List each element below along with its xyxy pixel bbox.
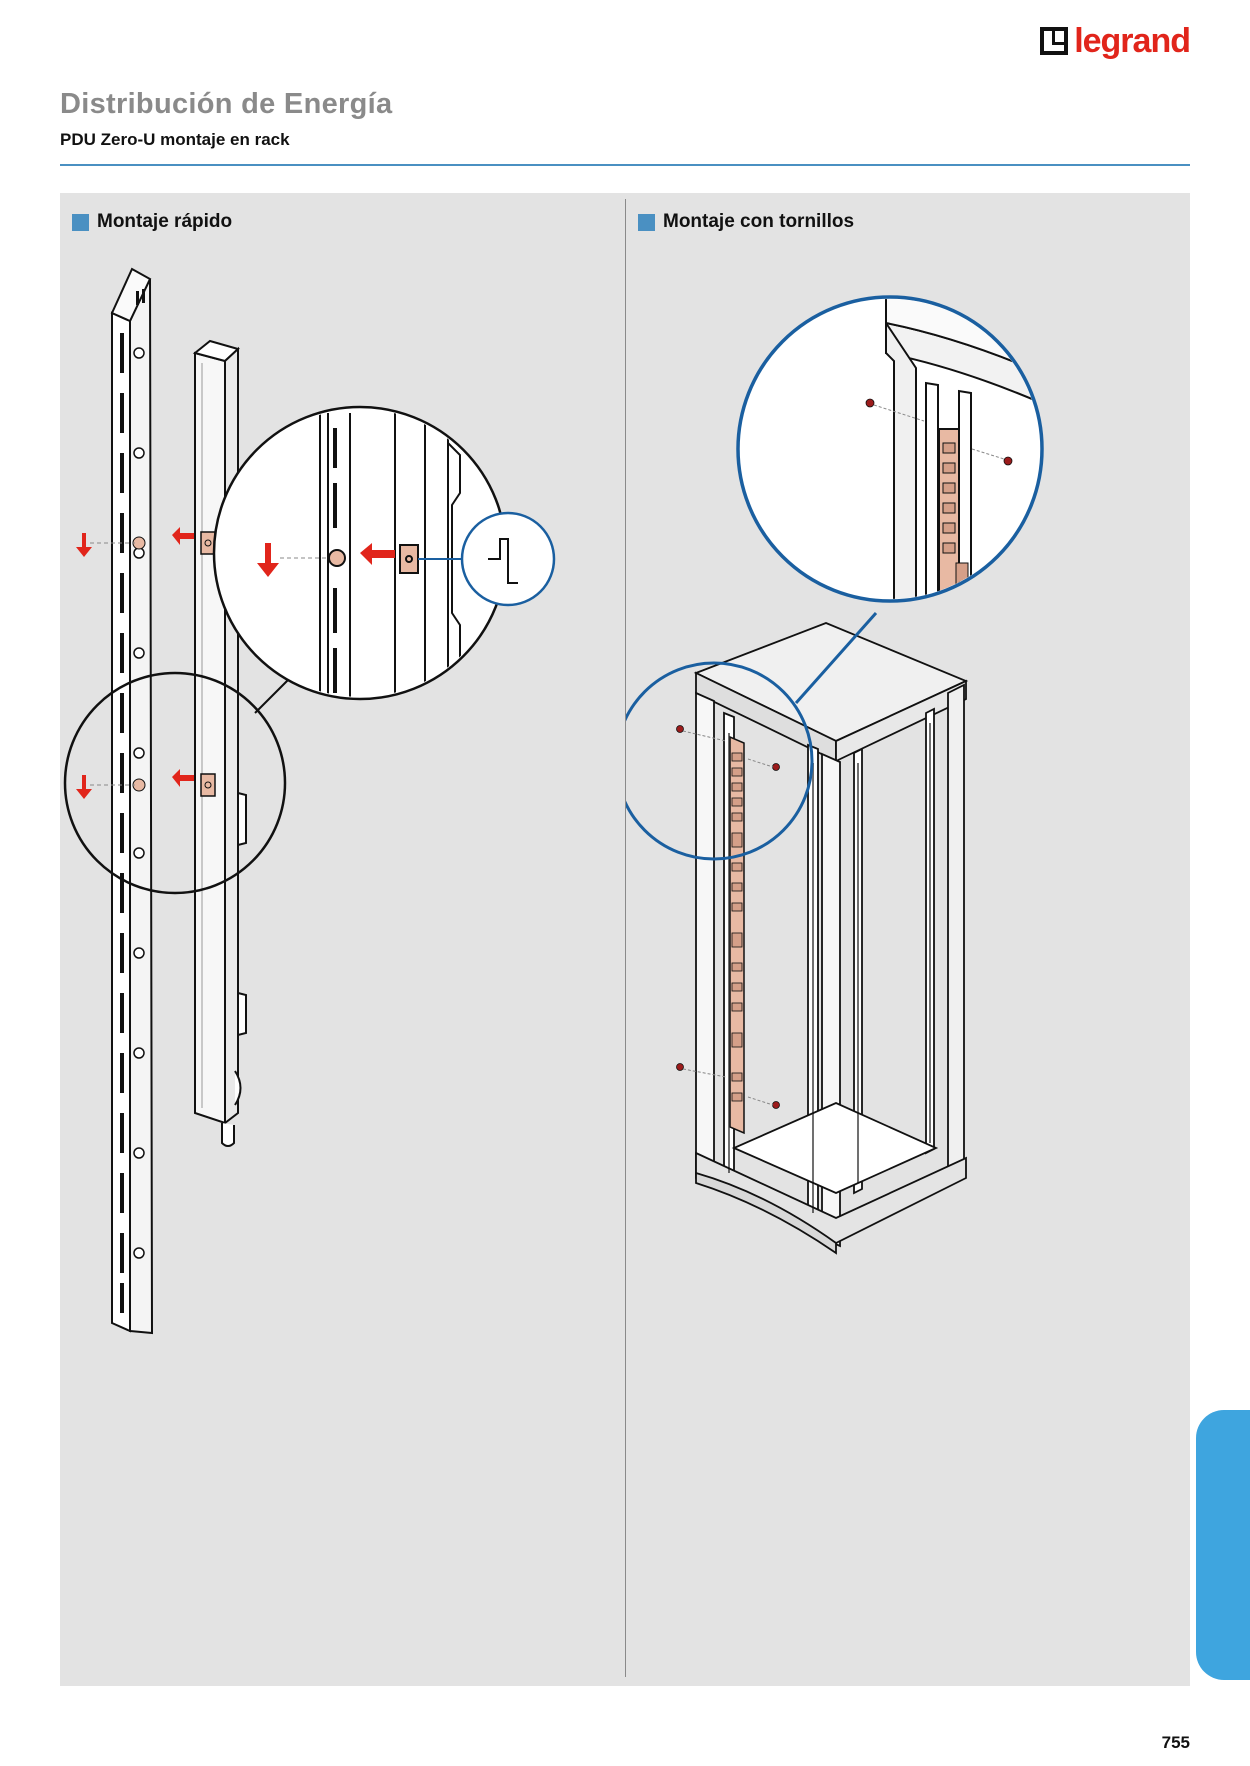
panel-divider [625, 199, 626, 1677]
page-number: 755 [1161, 1733, 1190, 1752]
header-rule [60, 164, 1190, 166]
section-header-screw-mount: Montaje con tornillos [638, 211, 854, 233]
legrand-logo: legrand [1040, 22, 1191, 60]
section-header-quick-mount: Montaje rápido [72, 211, 232, 233]
rack-screw-mount-icon [626, 295, 1044, 1255]
brand-name: legrand [1074, 22, 1191, 60]
page-subtitle: PDU Zero-U montaje en rack [60, 130, 290, 149]
section-label-quick-mount: Montaje rápido [97, 211, 233, 232]
illustration-panel: Montaje rápido [60, 193, 1190, 1686]
chapter-tab [1196, 1410, 1250, 1680]
pdu-quick-mount-icon [63, 267, 556, 1335]
section-bullet-icon [638, 213, 655, 231]
section-label-screw-mount: Montaje con tornillos [663, 211, 855, 232]
section-bullet-icon [72, 213, 89, 231]
page-title: Distribución de Energía [60, 88, 393, 120]
legrand-mark-icon [1040, 27, 1069, 55]
